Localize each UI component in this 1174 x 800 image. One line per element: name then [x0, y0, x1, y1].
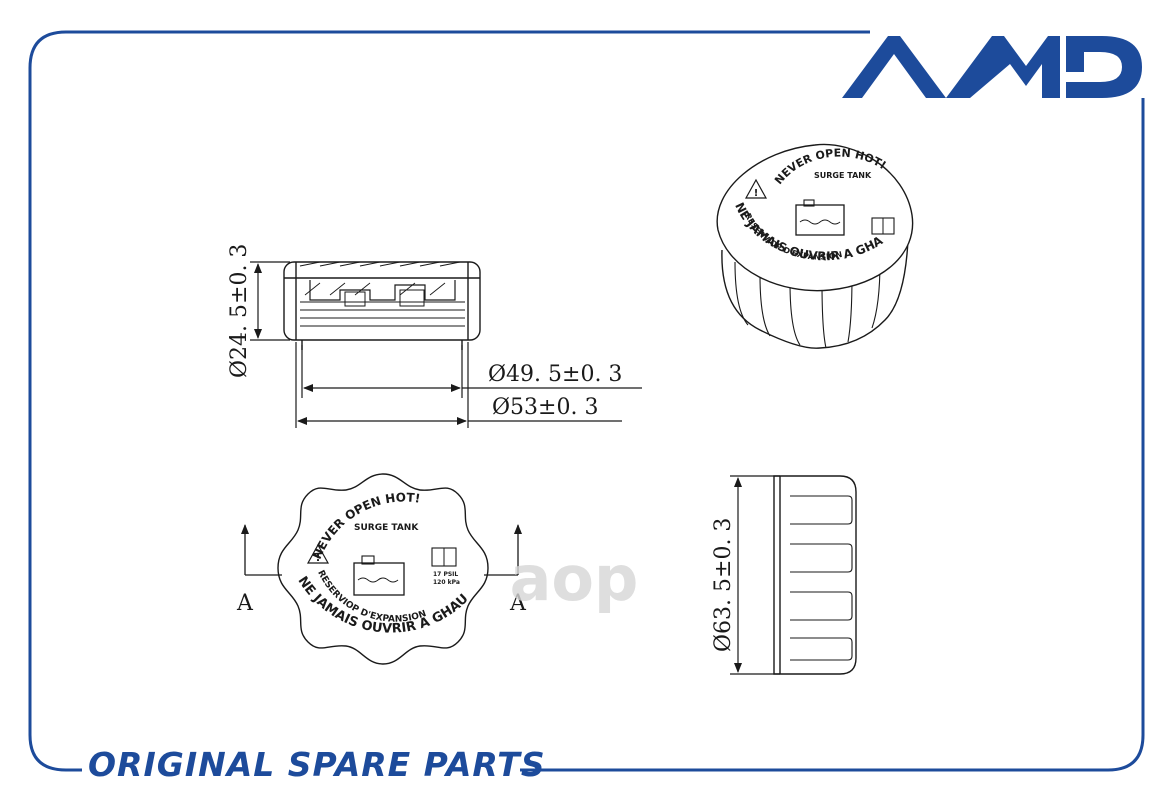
perspective-cap-view: !: [716, 143, 914, 349]
page-frame: [28, 30, 1145, 772]
section-label-left: A: [236, 591, 254, 616]
height-label: Ø24. 5±0. 3: [227, 244, 252, 378]
section-label-right: A: [509, 591, 527, 616]
warning-icon: !: [315, 551, 320, 564]
outer-diameter-dimension: [730, 475, 780, 675]
height-dimension: [250, 261, 290, 341]
svg-text:!: !: [754, 188, 759, 199]
footer-tagline: ORIGINAL SPARE PARTS: [88, 745, 546, 784]
persp-cap-bottom-arc: NE JAMAIS OUVRIR A GHAUD!: [0, 0, 886, 263]
outer-diameter-label: Ø63. 5±0. 3: [711, 518, 736, 652]
body-diameter-dimension: [295, 342, 622, 428]
brand-logo: [842, 36, 1142, 98]
side-elevation-view: [773, 475, 857, 675]
thread-diameter-dimension: [301, 345, 642, 398]
pressure-psi-text: 17 PSIL: [433, 571, 458, 578]
section-line: [241, 524, 522, 576]
watermark-text: aop: [510, 542, 639, 615]
body-diameter-label: Ø53±0. 3: [492, 395, 598, 420]
persp-cap-sub-text: SURGE TANK: [814, 171, 872, 180]
pressure-kpa-text: 120 kPa: [433, 579, 460, 586]
side-section-view: [283, 261, 481, 350]
plan-cap-sub-text: SURGE TANK: [354, 523, 419, 533]
persp-cap-bottom-text: NE JAMAIS OUVRIR A GHAUD!: [0, 0, 886, 263]
plan-cap-view: [277, 473, 489, 665]
thread-diameter-label: Ø49. 5±0. 3: [488, 362, 622, 387]
